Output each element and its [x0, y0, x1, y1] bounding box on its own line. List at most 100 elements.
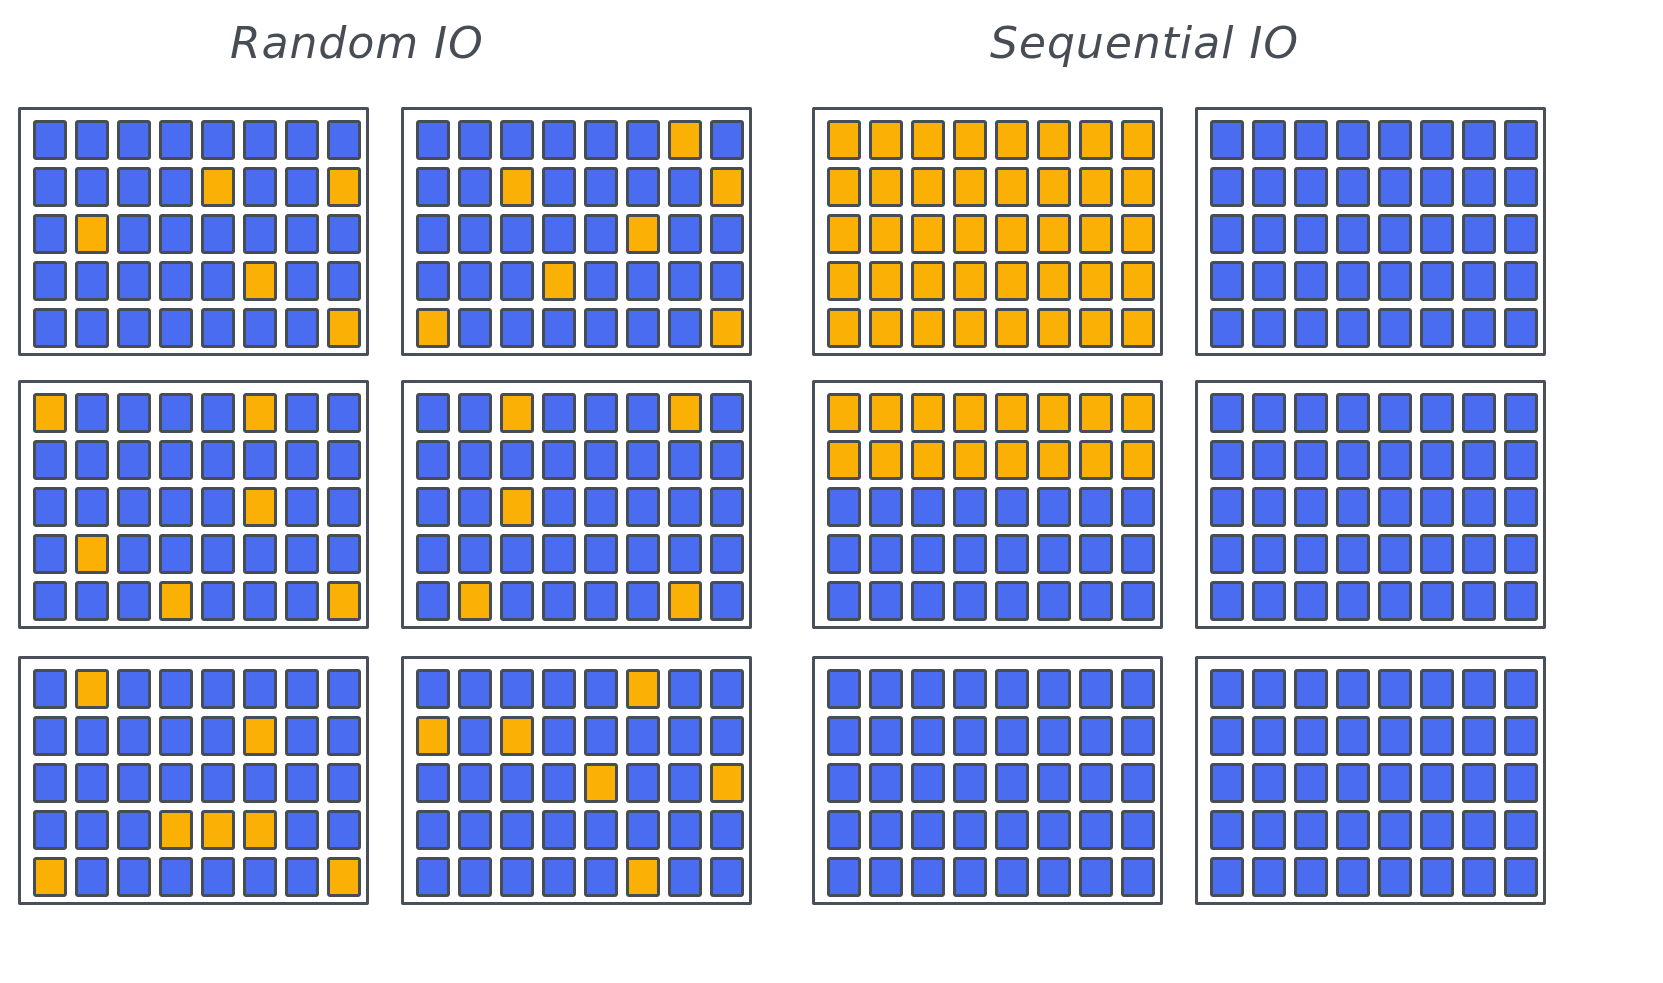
block	[710, 716, 744, 756]
block	[500, 120, 534, 160]
block	[911, 669, 945, 709]
block	[458, 487, 492, 527]
block	[416, 120, 450, 160]
accessed-block	[1121, 308, 1155, 348]
block	[117, 393, 151, 433]
block	[1252, 669, 1286, 709]
block	[542, 581, 576, 621]
block	[1210, 581, 1244, 621]
accessed-block	[869, 167, 903, 207]
block	[327, 669, 361, 709]
block	[1079, 810, 1113, 850]
block	[117, 857, 151, 897]
block	[33, 581, 67, 621]
block	[542, 810, 576, 850]
block	[1210, 669, 1244, 709]
accessed-block	[1121, 261, 1155, 301]
block	[117, 716, 151, 756]
block	[327, 120, 361, 160]
accessed-block	[953, 214, 987, 254]
block	[1210, 440, 1244, 480]
block	[1504, 763, 1538, 803]
block	[1462, 487, 1496, 527]
accessed-block	[33, 393, 67, 433]
block	[458, 308, 492, 348]
accessed-block	[911, 120, 945, 160]
block	[869, 487, 903, 527]
accessed-block	[626, 857, 660, 897]
block	[1079, 581, 1113, 621]
block	[1252, 534, 1286, 574]
block	[416, 581, 450, 621]
block	[75, 581, 109, 621]
accessed-block	[953, 167, 987, 207]
block	[1336, 534, 1370, 574]
block-grid	[827, 669, 1155, 897]
accessed-block	[1079, 167, 1113, 207]
block	[285, 669, 319, 709]
accessed-block	[668, 581, 702, 621]
block	[1252, 581, 1286, 621]
block	[458, 716, 492, 756]
block	[668, 261, 702, 301]
block	[1462, 308, 1496, 348]
block	[1252, 716, 1286, 756]
block	[1336, 440, 1370, 480]
block	[500, 261, 534, 301]
accessed-block	[1037, 120, 1071, 160]
accessed-block	[1037, 440, 1071, 480]
block	[869, 857, 903, 897]
accessed-block	[75, 669, 109, 709]
block	[159, 534, 193, 574]
block	[1504, 487, 1538, 527]
block	[33, 308, 67, 348]
block	[1294, 393, 1328, 433]
block	[953, 487, 987, 527]
block	[75, 393, 109, 433]
block	[584, 534, 618, 574]
block	[1420, 716, 1454, 756]
block	[1252, 120, 1286, 160]
block	[1378, 534, 1412, 574]
block	[75, 120, 109, 160]
block	[33, 167, 67, 207]
block	[117, 440, 151, 480]
block	[1294, 120, 1328, 160]
block	[1121, 534, 1155, 574]
random-io-disk-panel	[18, 107, 369, 356]
block	[1462, 581, 1496, 621]
block	[1294, 857, 1328, 897]
block	[117, 487, 151, 527]
block	[201, 534, 235, 574]
accessed-block	[542, 261, 576, 301]
block-grid	[1210, 393, 1538, 621]
block	[201, 581, 235, 621]
block	[995, 857, 1029, 897]
block	[1420, 308, 1454, 348]
block	[1462, 393, 1496, 433]
block	[201, 120, 235, 160]
accessed-block	[911, 261, 945, 301]
block-grid	[1210, 120, 1538, 348]
block	[416, 534, 450, 574]
block	[285, 308, 319, 348]
block	[33, 440, 67, 480]
block	[1462, 167, 1496, 207]
block	[1378, 487, 1412, 527]
block	[710, 440, 744, 480]
block	[1294, 167, 1328, 207]
block	[500, 534, 534, 574]
block	[1336, 716, 1370, 756]
accessed-block	[416, 716, 450, 756]
block	[584, 716, 618, 756]
block	[243, 214, 277, 254]
block	[500, 810, 534, 850]
block	[159, 763, 193, 803]
block	[117, 810, 151, 850]
accessed-block	[953, 308, 987, 348]
block	[243, 440, 277, 480]
block	[1462, 261, 1496, 301]
block-grid	[416, 120, 744, 348]
block	[1121, 669, 1155, 709]
accessed-block	[243, 393, 277, 433]
